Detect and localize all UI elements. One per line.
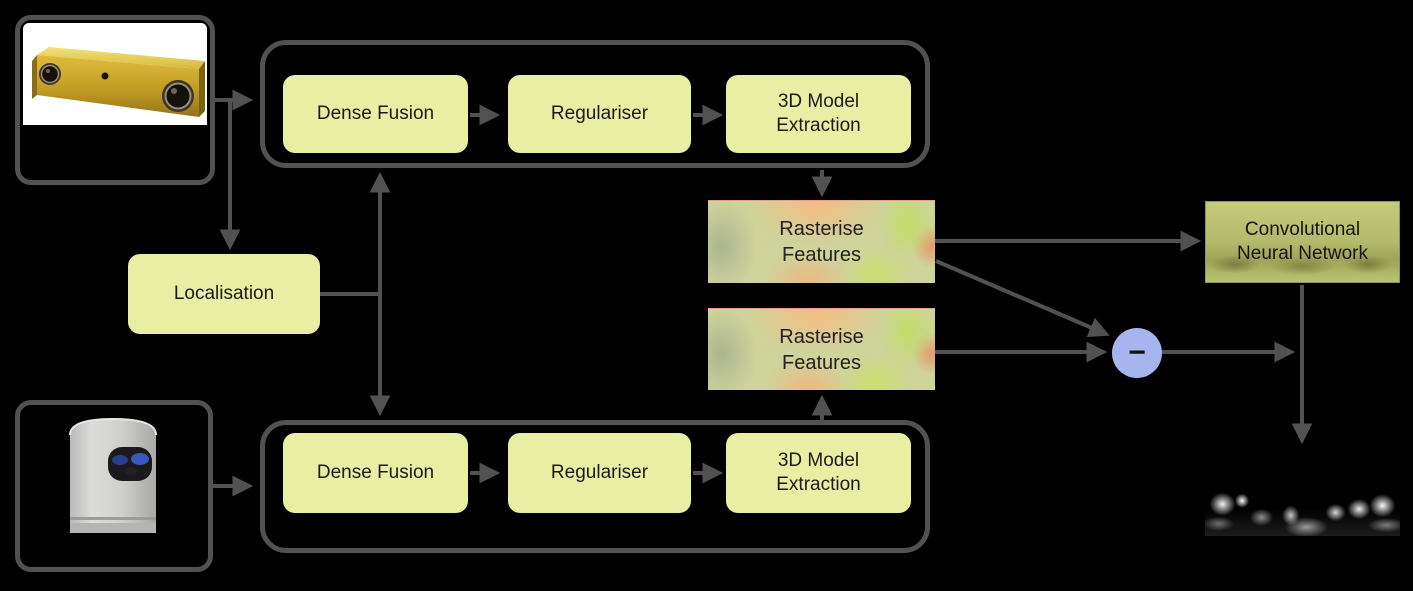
bottom-regulariser-box: Regulariser xyxy=(508,433,691,513)
top-model-extraction-label: 3D Model Extraction xyxy=(776,91,861,136)
difference-feature-map-image xyxy=(1205,487,1400,536)
bottom-dense-fusion-label: Dense Fusion xyxy=(316,462,435,484)
photo-background xyxy=(23,23,207,125)
stereo-camera-box xyxy=(15,15,215,185)
top-model-extraction-box: 3D Model Extraction xyxy=(726,75,911,153)
stereo-camera-icon xyxy=(32,47,205,117)
localisation-label: Localisation xyxy=(173,283,275,305)
cnn-box: Convolutional Neural Network xyxy=(1205,201,1400,283)
laser-scanner-box xyxy=(15,400,213,572)
laser-scanner-icon xyxy=(69,417,157,533)
bottom-pipeline-container xyxy=(260,420,930,553)
bottom-regulariser-label: Regulariser xyxy=(550,462,649,484)
top-dense-fusion-label: Dense Fusion xyxy=(316,103,435,125)
localisation-box: Localisation xyxy=(128,254,320,334)
top-regulariser-box: Regulariser xyxy=(508,75,691,153)
top-regulariser-label: Regulariser xyxy=(550,103,649,125)
cnn-label: Convolutional Neural Network xyxy=(1237,219,1368,264)
rasterise-features-top-box: Rasterise Features xyxy=(708,200,935,283)
minus-sign: − xyxy=(1128,336,1146,369)
rasterise-features-top-label: Rasterise Features xyxy=(779,218,864,266)
top-pipeline-container xyxy=(260,40,930,168)
top-dense-fusion-box: Dense Fusion xyxy=(283,75,468,153)
rasterise-features-bottom-box: Rasterise Features xyxy=(708,308,935,390)
bottom-model-extraction-box: 3D Model Extraction xyxy=(726,433,911,513)
bottom-model-extraction-label: 3D Model Extraction xyxy=(776,450,861,495)
minus-node: − xyxy=(1112,328,1162,378)
bottom-dense-fusion-box: Dense Fusion xyxy=(283,433,468,513)
rasterise-features-bottom-label: Rasterise Features xyxy=(779,325,864,374)
